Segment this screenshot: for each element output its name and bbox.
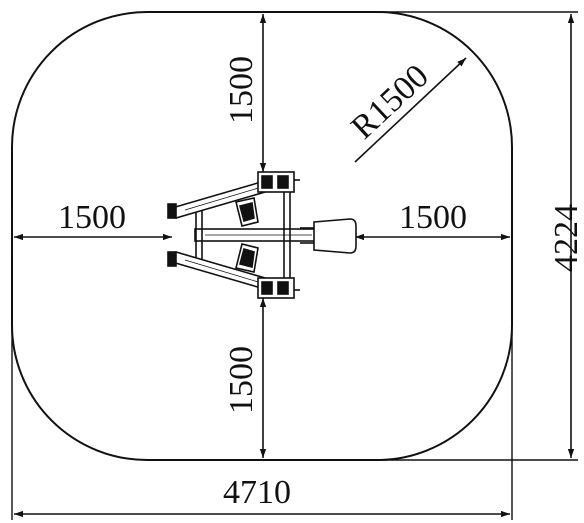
top-clearance-label: 1500 bbox=[223, 56, 260, 124]
left-clearance-label: 1500 bbox=[58, 199, 126, 236]
radius-label: R1500 bbox=[344, 58, 436, 147]
seat-pad bbox=[313, 218, 357, 254]
width-dimension-label: 4710 bbox=[223, 474, 291, 511]
height-dimension-label: 4224 bbox=[548, 204, 584, 272]
equipment-top-view bbox=[167, 171, 357, 299]
right-clearance-label: 1500 bbox=[399, 199, 467, 236]
bottom-clearance-label: 1500 bbox=[223, 346, 260, 414]
radius-leader-line bbox=[354, 57, 467, 163]
extension-lines bbox=[11, 11, 578, 520]
